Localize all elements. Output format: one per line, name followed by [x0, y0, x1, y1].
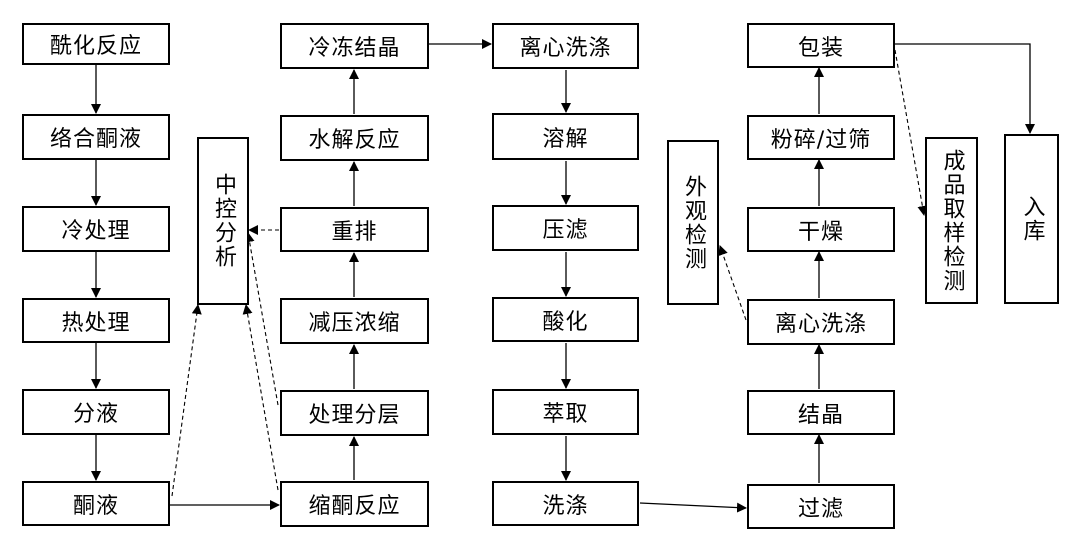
final-product-sampling-box: 成品取样检测: [925, 137, 978, 304]
edge-package-to-sampling: [894, 49, 928, 216]
edge-centrifuge-to-appearance: [718, 245, 747, 321]
step-packaging: 包装: [747, 23, 895, 68]
step-extraction: 萃取: [492, 389, 639, 435]
step-drying: 干燥: [747, 207, 895, 252]
step-washing: 洗涤: [492, 481, 639, 526]
step-heat-treatment: 热处理: [22, 298, 170, 343]
step-ketone-solution: 酮液: [22, 481, 170, 526]
midcontrol-analysis-box: 中控分析: [197, 137, 249, 305]
step-crystallization: 结晶: [747, 390, 895, 435]
step-cold-treatment: 冷处理: [22, 206, 170, 252]
warehouse-storage-box: 入库: [1004, 134, 1059, 304]
step-centrifugal-washing-1: 离心洗涤: [492, 23, 639, 69]
edge-package-to-storage: [895, 43, 1035, 134]
edge-ketone-to-midcontrol: [171, 304, 202, 497]
step-crushing-sieving: 粉碎/过筛: [747, 115, 895, 160]
step-rearrangement: 重排: [280, 207, 429, 252]
step-acidification: 酸化: [492, 297, 639, 342]
step-hydrolysis: 水解反应: [280, 115, 429, 161]
step-freeze-crystallization: 冷冻结晶: [280, 23, 429, 69]
step-liquid-separation: 分液: [22, 389, 170, 435]
step-dissolution: 溶解: [492, 113, 639, 160]
step-centrifugal-washing-2: 离心洗涤: [747, 299, 895, 345]
step-layer-separation: 处理分层: [280, 390, 429, 436]
step-filtration: 过滤: [747, 484, 895, 529]
edge-col3-to-col4: [639, 502, 747, 513]
appearance-inspection-box: 外观检测: [667, 140, 719, 305]
step-ketal-reaction: 缩酮反应: [280, 481, 429, 527]
step-press-filtration: 压滤: [492, 205, 639, 251]
step-vacuum-concentration: 减压浓缩: [280, 298, 429, 344]
step-complex-ketone-solution: 络合酮液: [22, 114, 170, 160]
edge-layering-to-midcontrol: [244, 232, 279, 406]
step-acylation: 酰化反应: [22, 23, 170, 65]
edge-ketal-to-midcontrol: [242, 304, 279, 491]
